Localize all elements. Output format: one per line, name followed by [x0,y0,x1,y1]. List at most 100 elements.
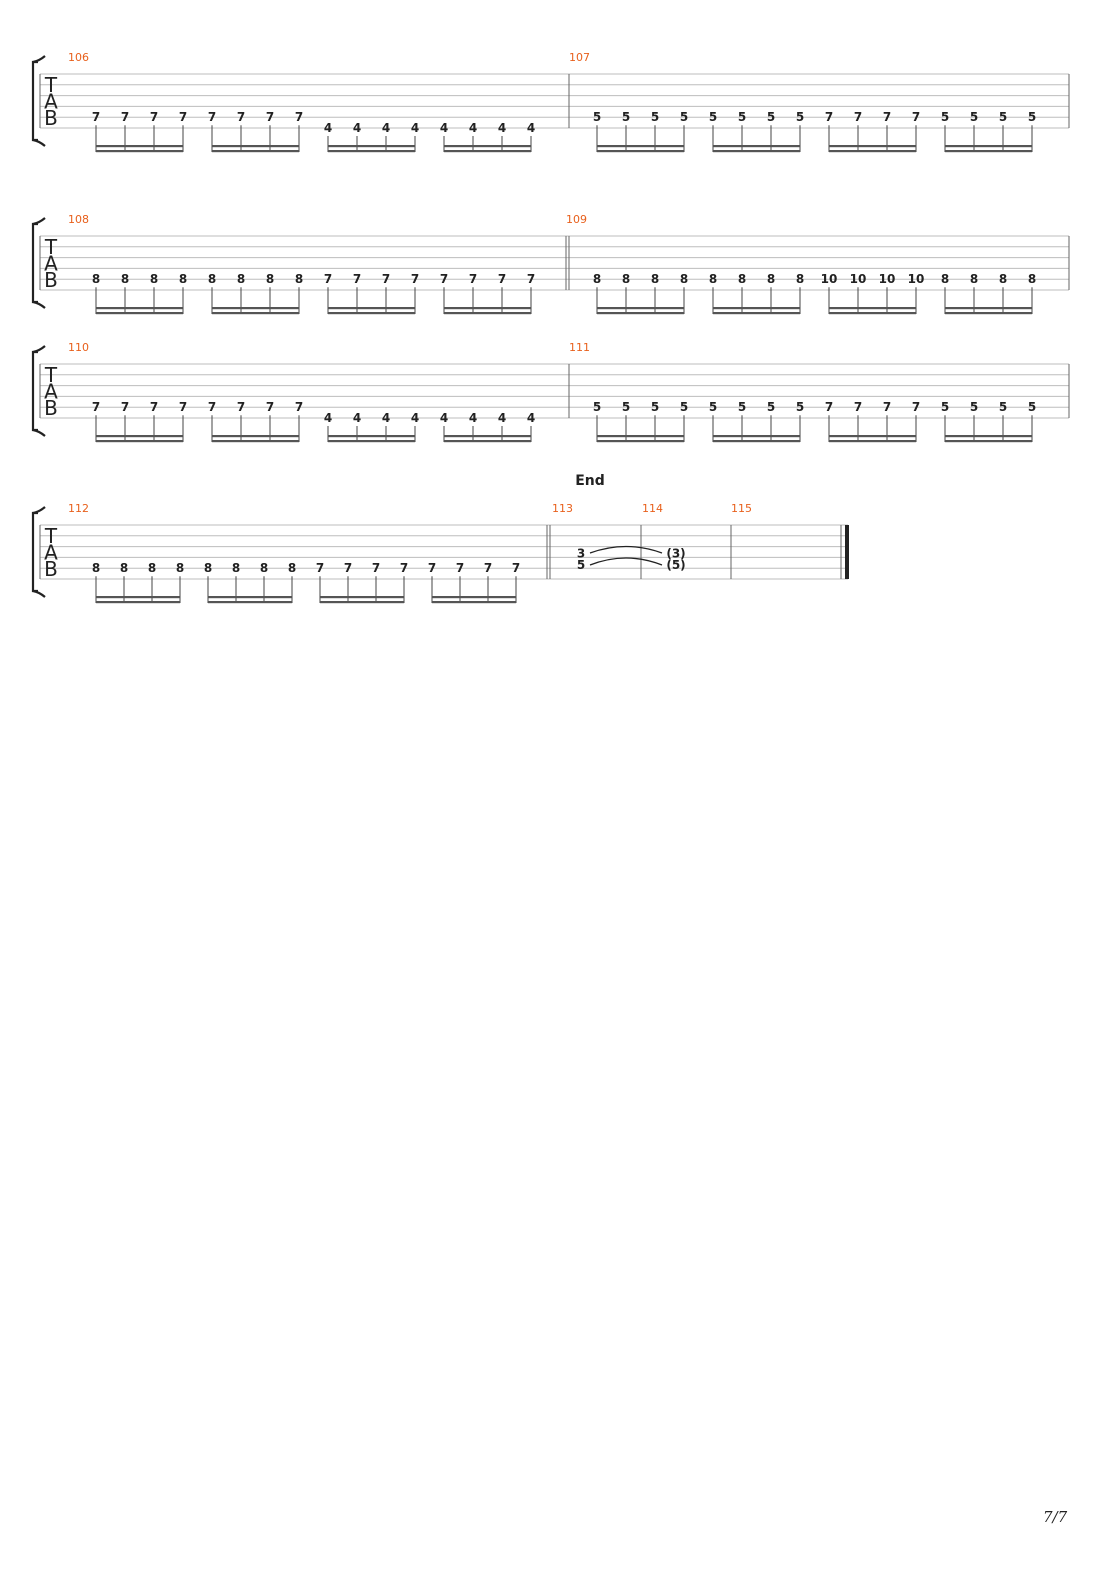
beam [713,435,800,438]
beam [444,440,531,443]
beam [328,145,415,148]
bar-number: 112 [68,502,89,515]
beam [444,150,531,153]
fret-number: 8 [295,272,303,286]
fret-number: 7 [150,400,158,414]
fret-number: 8 [204,561,212,575]
fret-number: 5 [709,400,717,414]
beam [96,150,183,153]
tab-clef-letter: T [44,363,58,387]
fret-number: 8 [999,272,1007,286]
beam [945,307,1032,310]
fret-number: 5 [651,400,659,414]
fret-number: 8 [232,561,240,575]
beam [713,145,800,148]
fret-number: 8 [593,272,601,286]
fret-number: 5 [941,110,949,124]
tab-clef-letter: A [44,252,58,276]
fret-number: 5 [767,110,775,124]
tab-clef-letter: B [44,557,58,581]
fret-number: 7 [179,400,187,414]
beam [829,307,916,310]
section-marker-end: End [575,473,605,489]
fret-number: 5 [738,110,746,124]
beam [96,145,183,148]
beam [945,150,1032,153]
beam [597,435,684,438]
fret-number: 7 [121,110,129,124]
beam [328,435,415,438]
fret-number: 5 [796,110,804,124]
fret-number: 7 [295,400,303,414]
beam [597,440,684,443]
fret-number: 7 [237,110,245,124]
fret-number: 7 [400,561,408,575]
beam [320,601,404,604]
beam [829,440,916,443]
fret-number: 4 [382,411,390,425]
fret-number: 4 [469,121,477,135]
bar-number: 115 [731,502,752,515]
fret-number: 4 [469,411,477,425]
fret-number: 7 [456,561,464,575]
fret-number: 8 [288,561,296,575]
fret-number: 7 [825,110,833,124]
beam [320,596,404,599]
fret-number: 7 [316,561,324,575]
fret-number: 5 [622,110,630,124]
bar-number: 111 [569,341,590,354]
fret-number: 8 [622,272,630,286]
fret-number: 8 [266,272,274,286]
fret-number: 7 [883,400,891,414]
fret-number: 5 [709,110,717,124]
fret-number: 5 [622,400,630,414]
beam [829,312,916,315]
fret-number: 8 [651,272,659,286]
beam [713,150,800,153]
page-number: 7/7 [1043,1508,1068,1526]
fret-number: 7 [912,110,920,124]
tab-clef-letter: B [44,268,58,292]
beam [96,435,183,438]
fret-number: 4 [498,411,506,425]
fret-number: 8 [1028,272,1036,286]
beam [597,145,684,148]
beam [829,145,916,148]
fret-number: 8 [709,272,717,286]
beam [212,307,299,310]
tie-arc [589,545,663,554]
tab-clef-letter: B [44,106,58,130]
fret-number: 5 [767,400,775,414]
fret-number: 7 [484,561,492,575]
fret-number: 7 [121,400,129,414]
fret-number: 8 [680,272,688,286]
fret-number: 7 [854,110,862,124]
fret-number: 5 [999,400,1007,414]
bar-number: 113 [552,502,573,515]
fret-number: 7 [266,110,274,124]
fret-number: 10 [908,272,925,286]
tab-clef-letter: T [44,524,58,548]
beam [96,440,183,443]
fret-number: 8 [738,272,746,286]
tab-clef-letter: A [44,90,58,114]
fret-number: 4 [440,411,448,425]
fret-number: 5 [970,400,978,414]
fret-number: 5 [593,110,601,124]
bar-number: 107 [569,51,590,64]
fret-number: 8 [179,272,187,286]
fret-number: 5 [738,400,746,414]
fret-number: 4 [324,411,332,425]
fret-number: 4 [324,121,332,135]
bar-number: 109 [566,213,587,226]
fret-number: 10 [821,272,838,286]
fret-number: (5) [666,558,685,572]
beam [212,312,299,315]
tab-clef-letter: T [44,73,58,97]
fret-number: 5 [796,400,804,414]
beam [597,150,684,153]
fret-number: 8 [767,272,775,286]
fret-number: 7 [512,561,520,575]
fret-number: 7 [440,272,448,286]
